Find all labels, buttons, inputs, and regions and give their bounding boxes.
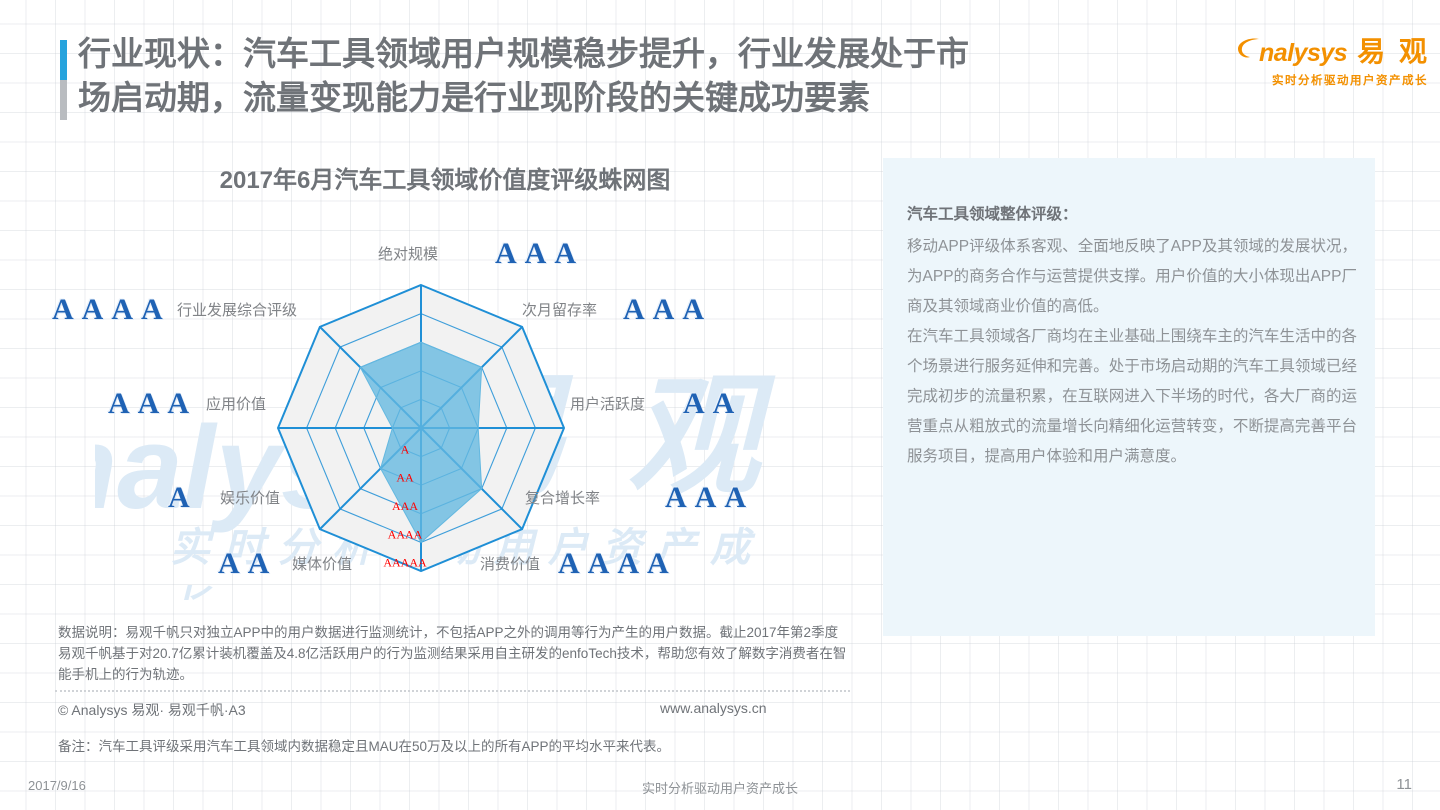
radar-data-polygon <box>359 341 483 544</box>
copyright-text: © Analysys 易观· 易观千帆·A3 <box>58 702 246 718</box>
title-accent-bar <box>60 40 67 80</box>
data-note: 数据说明：易观千帆只对独立APP中的用户数据进行监测统计，不包括APP之外的调用… <box>58 625 847 682</box>
axis-label-cagr: 复合增长率 <box>525 490 601 507</box>
axis-label-application-value: 应用价值 <box>206 396 267 413</box>
axis-label-overall-rating: 行业发展综合评级 <box>177 302 298 319</box>
axis-label-user-activity: 用户活跃度 <box>570 396 646 413</box>
rating-absolute-scale: AAA <box>495 237 584 270</box>
axis-label-next-month-retention: 次月留存率 <box>522 302 598 319</box>
footer-page-number: 11 <box>1396 776 1412 793</box>
footer-date: 2017/9/16 <box>28 778 86 793</box>
logo-main-row: nalysys 易 观 <box>1230 30 1430 70</box>
rating-overall: AAAA <box>52 293 171 326</box>
analysys-swirl-icon <box>1236 35 1262 61</box>
analysys-logo: nalysys 易 观 实时分析驱动用户资产成长 <box>1230 30 1430 88</box>
footer-slogan: 实时分析驱动用户资产成长 <box>641 781 798 796</box>
axis-label-consumption-value: 消费价值 <box>480 556 541 573</box>
summary-panel-heading: 汽车工具领域整体评级： <box>907 206 1078 223</box>
rating-next-month-retention: AAA <box>623 293 712 326</box>
summary-panel-body: 移动APP评级体系客观、全面地反映了APP及其领域的发展状况，为APP的商务合作… <box>907 238 1357 465</box>
axis-label-absolute-scale: 绝对规模 <box>378 246 439 263</box>
rating-media-value: AA <box>218 547 278 580</box>
chart-title: 2017年6月汽车工具领域价值度评级蛛网图 <box>219 167 671 194</box>
radar-scale-tick-2: AA <box>396 471 414 485</box>
rating-cagr: AAA <box>665 481 754 514</box>
rating-user-activity: AA <box>683 387 743 420</box>
website-url[interactable]: www.analysys.cn <box>660 700 767 716</box>
footnote-divider <box>55 690 850 692</box>
page-title: 行业现状：汽车工具领域用户规模稳步提升，行业发展处于市 场启动期，流量变现能力是… <box>78 35 969 116</box>
rating-entertainment-value: A <box>168 481 198 514</box>
title-accent-bar-secondary <box>60 80 67 120</box>
summary-panel: 汽车工具领域整体评级： 移动APP评级体系客观、全面地反映了APP及其领域的发展… <box>883 158 1375 636</box>
radar-scale-tick-3: AAA <box>392 499 418 513</box>
page-footer: 2017/9/16 实时分析驱动用户资产成长 11 <box>0 768 1440 810</box>
page-header: 行业现状：汽车工具领域用户规模稳步提升，行业发展处于市 场启动期，流量变现能力是… <box>60 32 1230 120</box>
axis-label-entertainment-value: 娱乐价值 <box>220 490 281 507</box>
rating-application-value: AAA <box>108 387 197 420</box>
logo-chinese: 易 观 <box>1357 36 1430 67</box>
radar-scale-tick-5: AAAAA <box>383 556 427 570</box>
radar-scale-tick-1: A <box>401 442 410 456</box>
rating-consumption-value: AAAA <box>558 547 677 580</box>
radar-scale-tick-4: AAAA <box>388 527 423 541</box>
logo-wordmark: nalysys <box>1258 39 1348 67</box>
axis-label-media-value: 媒体价值 <box>292 556 353 573</box>
logo-tagline: 实时分析驱动用户资产成长 <box>1272 75 1428 87</box>
remark-text: 备注：汽车工具评级采用汽车工具领域内数据稳定且MAU在50万及以上的所有APP的… <box>58 739 671 754</box>
